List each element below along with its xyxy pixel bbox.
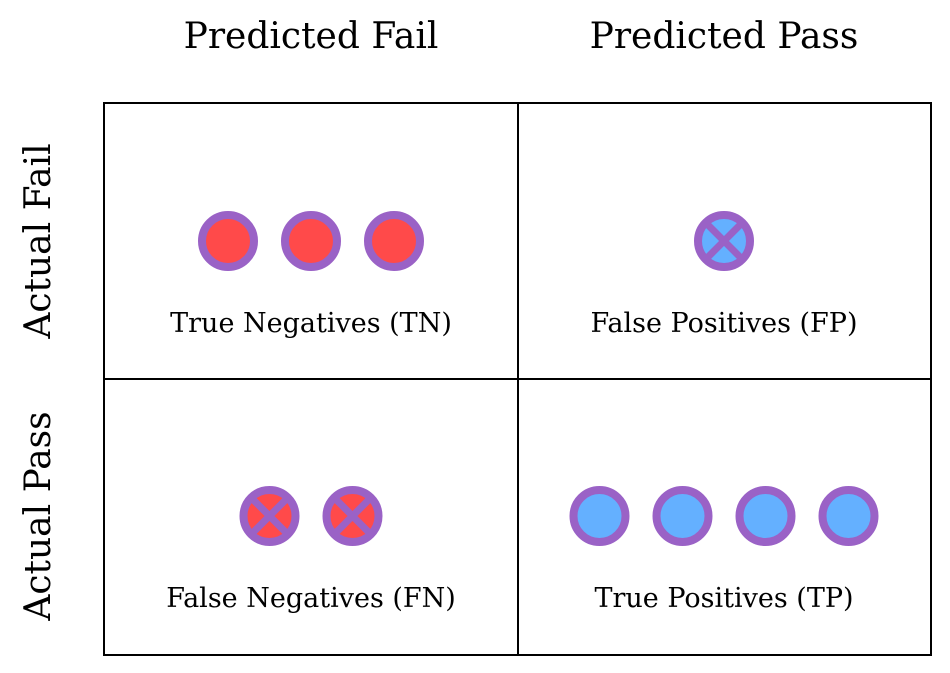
column-header-predicted-fail: Predicted Fail: [184, 16, 439, 57]
correct-pass-circle-icon: [818, 486, 879, 546]
cell-true-positives: True Positives (TP): [569, 486, 879, 614]
true-positives-label: True Positives (TP): [594, 583, 853, 614]
wrong-pass-circle-icon: [694, 211, 754, 271]
true-negatives-label: True Negatives (TN): [170, 308, 452, 339]
cell-true-negatives: True Negatives (TN): [170, 211, 452, 339]
row-header-actual-fail: Actual Fail: [18, 143, 59, 339]
false-negatives-icons: [239, 486, 383, 546]
true-negatives-icons: [198, 211, 424, 271]
correct-pass-circle-icon: [652, 486, 713, 546]
column-header-predicted-pass: Predicted Pass: [590, 16, 859, 57]
false-negatives-label: False Negatives (FN): [166, 583, 456, 614]
wrong-fail-circle-icon: [322, 486, 383, 546]
correct-fail-circle-icon: [198, 211, 258, 271]
row-header-actual-pass: Actual Pass: [18, 411, 59, 621]
correct-fail-circle-icon: [281, 211, 341, 271]
correct-pass-circle-icon: [735, 486, 796, 546]
matrix-grid: [103, 102, 932, 656]
true-positives-icons: [569, 486, 879, 546]
false-positives-icons: [694, 211, 754, 271]
cell-false-negatives: False Negatives (FN): [166, 486, 456, 614]
correct-fail-circle-icon: [364, 211, 424, 271]
correct-pass-circle-icon: [569, 486, 630, 546]
wrong-fail-circle-icon: [239, 486, 300, 546]
cell-false-positives: False Positives (FP): [591, 211, 858, 339]
false-positives-label: False Positives (FP): [591, 308, 858, 339]
